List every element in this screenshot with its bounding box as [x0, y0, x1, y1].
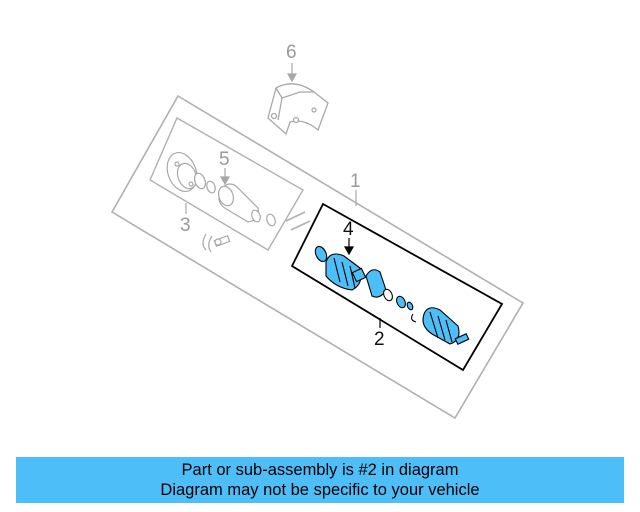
parts-diagram: 6 5 1 3 4 2 — [110, 42, 525, 420]
bolt-and-clip — [202, 233, 231, 253]
banner-line-2: Diagram may not be specific to your vehi… — [160, 481, 480, 499]
callout-3: 3 — [180, 215, 191, 236]
equals-sign — [285, 211, 311, 231]
callout-2: 2 — [374, 329, 385, 350]
axle-shaft-part-2 — [314, 245, 470, 345]
left-subframe — [149, 117, 304, 251]
info-banner: Part or sub-assembly is #2 in diagram Di… — [16, 457, 624, 503]
callout-6: 6 — [286, 42, 297, 63]
callout-4: 4 — [343, 219, 354, 240]
callout-1: 1 — [350, 171, 361, 192]
assembly-frame — [110, 94, 525, 420]
part-2-frame — [290, 202, 504, 372]
banner-line-1: Part or sub-assembly is #2 in diagram — [181, 461, 459, 479]
inner-joint-part-3 — [166, 152, 276, 227]
heat-shield-part-6 — [267, 83, 329, 136]
leader-4 — [343, 238, 355, 256]
callout-5: 5 — [219, 149, 230, 170]
leader-5 — [219, 168, 231, 186]
leader-6 — [286, 63, 298, 83]
